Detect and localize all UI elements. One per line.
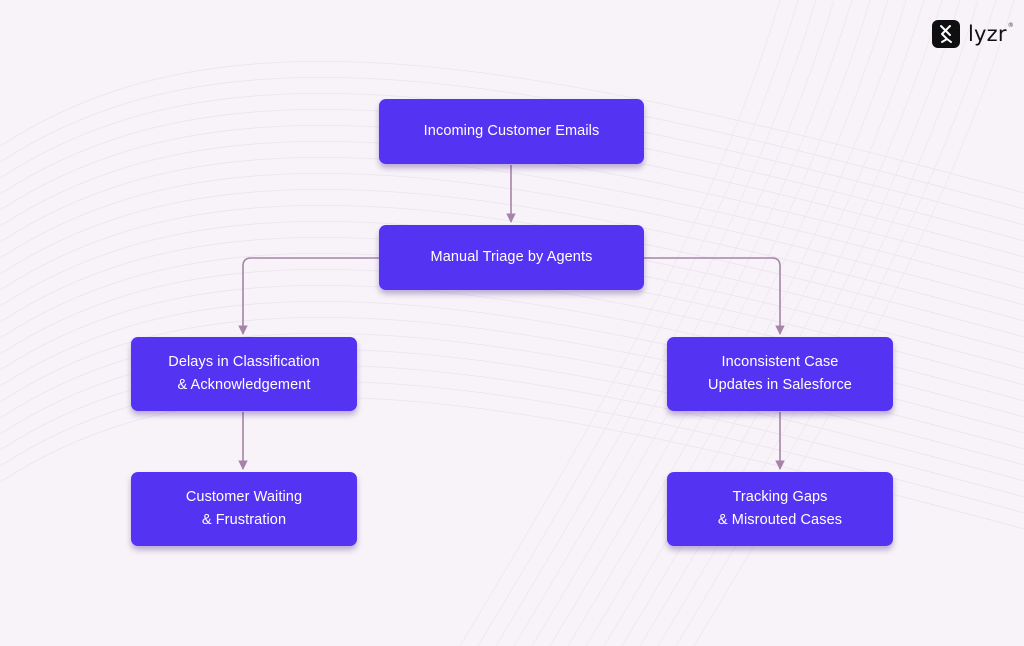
background-wave-line xyxy=(459,0,781,646)
node-inconsistent-case-updates: Inconsistent Case Updates in Salesforce xyxy=(667,337,893,411)
edge-n2-n4 xyxy=(644,257,785,335)
node-classification-delays: Delays in Classification & Acknowledgeme… xyxy=(131,337,357,411)
background-wave-line xyxy=(513,0,835,646)
background-wave-line xyxy=(0,365,1024,498)
registered-mark: ® xyxy=(1007,22,1014,29)
background-wave-line xyxy=(0,173,1024,306)
node-incoming-customer-emails: Incoming Customer Emails xyxy=(379,99,644,164)
background-wave-line xyxy=(567,0,889,646)
background-wave-line xyxy=(0,221,1024,354)
node-tracking-gaps: Tracking Gaps & Misrouted Cases xyxy=(667,472,893,546)
background-wave-line xyxy=(0,333,1024,466)
node-customer-frustration: Customer Waiting & Frustration xyxy=(131,472,357,546)
node-manual-triage: Manual Triage by Agents xyxy=(379,225,644,290)
background-wave-line xyxy=(495,0,817,646)
brand-logo: lyzr® xyxy=(932,20,1014,48)
background-wave-line xyxy=(549,0,871,646)
background-wave-line xyxy=(477,0,799,646)
background-wave-line xyxy=(585,0,907,646)
background-wave-line xyxy=(0,205,1024,338)
background-wave-line xyxy=(0,61,1024,194)
edge-n2-n3 xyxy=(238,257,379,335)
brand-name: lyzr® xyxy=(968,22,1014,46)
background-wave-line xyxy=(0,381,1024,514)
background-wave-line xyxy=(0,93,1024,226)
background-wave-line xyxy=(0,349,1024,482)
background-wave-line xyxy=(531,0,853,646)
lyzr-logo-icon xyxy=(932,20,960,48)
background-wave-line xyxy=(0,189,1024,322)
background-wave-line xyxy=(0,77,1024,210)
